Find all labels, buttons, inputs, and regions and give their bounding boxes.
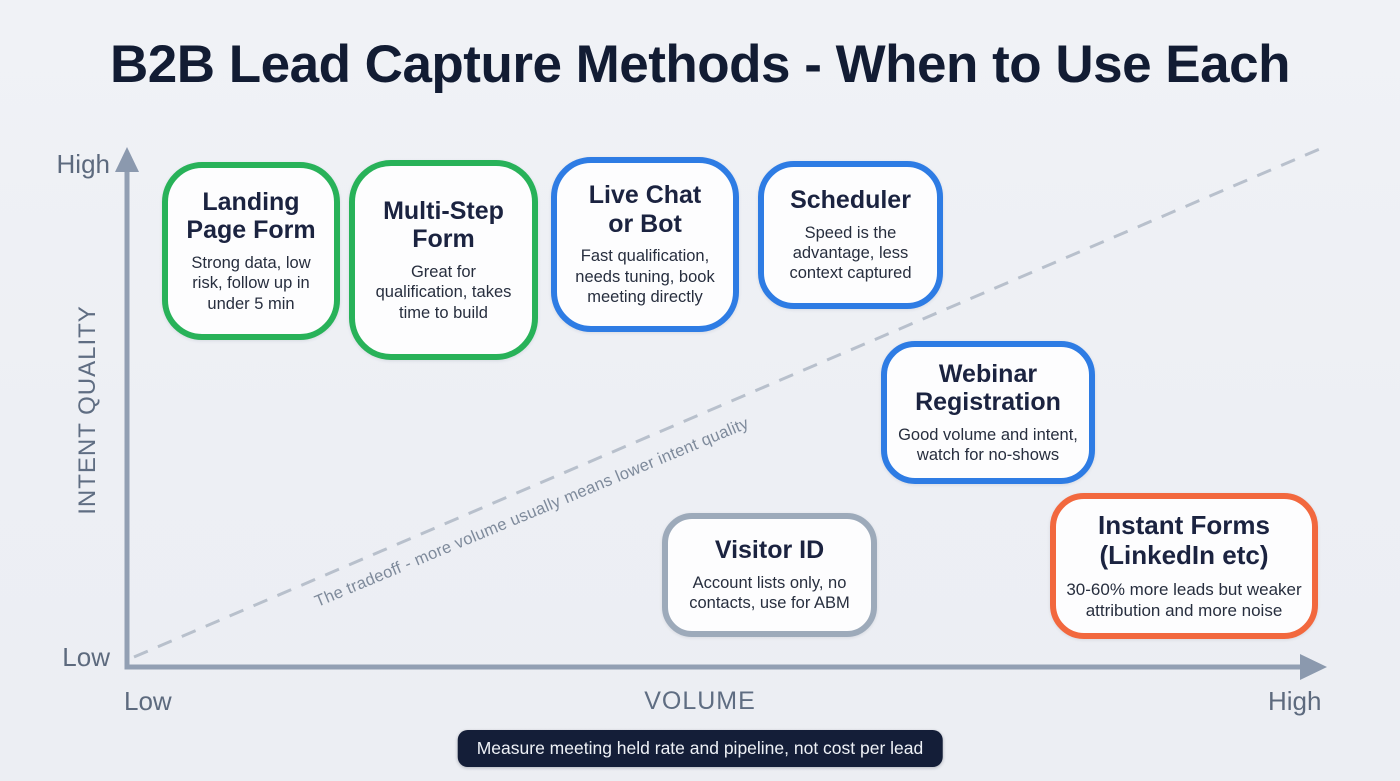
card-description: Strong data, low risk, follow up in unde… <box>191 253 311 313</box>
y-axis-title: INTENT QUALITY <box>74 305 101 515</box>
card-title-line2: or Bot <box>608 209 682 238</box>
card-title-line2: Page Form <box>186 216 316 245</box>
y-axis-high-label: High <box>56 149 110 179</box>
x-axis-low-label: Low <box>124 686 172 716</box>
card-multi-step-form: Multi-Step Form Great for qualification,… <box>349 160 538 360</box>
card-description: Speed is the advantage, less context cap… <box>789 223 912 283</box>
card-title-line2: (LinkedIn etc) <box>1099 539 1269 570</box>
tradeoff-dashed-line <box>133 146 1323 659</box>
card-title: Live Chat or Bot <box>589 181 702 238</box>
card-webinar-registration: Webinar Registration Good volume and int… <box>881 341 1095 484</box>
card-title: Webinar Registration <box>915 360 1061 417</box>
card-title-line1: Visitor ID <box>714 536 825 565</box>
card-title: Multi-Step Form <box>383 197 504 254</box>
footer-note-pill: Measure meeting held rate and pipeline, … <box>457 730 943 767</box>
card-title: Landing Page Form <box>186 188 315 245</box>
card-instant-forms: Instant Forms (LinkedIn etc) 30-60% more… <box>1050 493 1318 639</box>
y-axis-arrow-icon <box>115 147 139 172</box>
x-axis-arrow-icon <box>1300 654 1327 680</box>
card-description: Account lists only, no contacts, use for… <box>689 573 850 613</box>
card-title-line1: Webinar <box>938 359 1038 388</box>
card-description: Great for qualification, takes time to b… <box>375 262 512 322</box>
page-title: B2B Lead Capture Methods - When to Use E… <box>110 35 1290 94</box>
card-description: 30-60% more leads but weaker attribution… <box>1066 579 1302 620</box>
card-scheduler: Scheduler Speed is the advantage, less c… <box>758 161 943 309</box>
x-axis-title: VOLUME <box>644 687 756 715</box>
card-title: Visitor ID <box>715 536 824 565</box>
card-description: Fast qualification, needs tuning, book m… <box>575 247 715 307</box>
xy-axis-lines <box>124 167 1302 670</box>
card-landing-page-form: Landing Page Form Strong data, low risk,… <box>162 162 340 340</box>
card-title-line2: Form <box>412 225 475 254</box>
card-title: Scheduler <box>790 186 911 215</box>
card-description: Good volume and intent, watch for no-sho… <box>898 425 1078 464</box>
card-live-chat-or-bot: Live Chat or Bot Fast qualification, nee… <box>551 157 739 332</box>
card-title-line1: Instant Forms <box>1098 510 1270 541</box>
x-axis-high-label: High <box>1268 686 1322 716</box>
y-axis-low-label: Low <box>62 642 110 672</box>
card-title-line1: Multi-Step <box>383 196 504 225</box>
card-title: Instant Forms (LinkedIn etc) <box>1098 511 1270 570</box>
card-title-line2: Registration <box>915 388 1061 417</box>
card-title-line1: Live Chat <box>588 181 702 210</box>
card-title-line1: Scheduler <box>790 186 911 215</box>
card-title-line1: Landing <box>202 187 300 216</box>
card-visitor-id: Visitor ID Account lists only, no contac… <box>662 513 877 637</box>
